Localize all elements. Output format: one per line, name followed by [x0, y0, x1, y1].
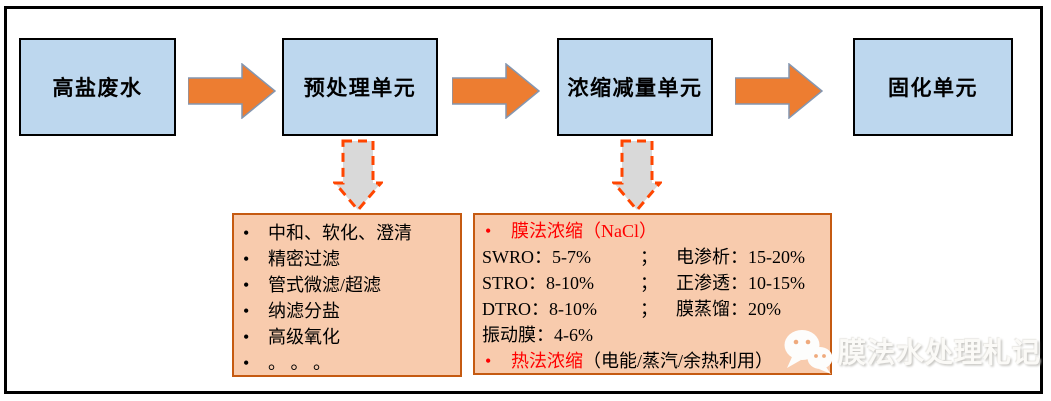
flow-box-high-salt-wastewater: 高盐废水: [19, 38, 176, 136]
list-item: 管式微滤/超滤: [234, 272, 460, 298]
row-left: 振动膜：4-6%: [482, 325, 593, 345]
dashed-down-arrow-icon: [612, 139, 662, 213]
dashed-down-arrow-icon: [333, 139, 383, 213]
concentration-detail-box: 膜法浓缩（NaCl） SWRO：5-7% ； 电渗析：15-20% STRO：8…: [473, 213, 832, 375]
watermark: 膜法水处理札记: [781, 327, 1041, 375]
data-row: DTRO：8-10% ； 膜蒸馏：20%: [475, 296, 830, 322]
data-row: 振动膜：4-6%: [475, 322, 830, 348]
pretreatment-detail-box: 中和、软化、澄清 精密过滤 管式微滤/超滤 纳滤分盐 高级氧化 。 。 。: [232, 213, 462, 377]
row-separator: ；: [640, 247, 658, 267]
wechat-icon: [784, 330, 833, 374]
membrane-concentration-title: 膜法浓缩（NaCl）: [475, 218, 830, 244]
row-right: 正渗透：10-15%: [676, 273, 805, 293]
flow-box-pretreatment-unit: 预处理单元: [282, 38, 438, 136]
right-arrow-icon: [188, 63, 276, 119]
right-arrow-icon: [452, 63, 540, 119]
list-item: 中和、软化、澄清: [234, 220, 460, 246]
data-row: SWRO：5-7% ； 电渗析：15-20%: [475, 244, 830, 270]
row-left: SWRO：5-7%: [482, 247, 591, 267]
list-item: 纳滤分盐: [234, 298, 460, 324]
data-row: STRO：8-10% ； 正渗透：10-15%: [475, 270, 830, 296]
thermal-concentration-title: 热法浓缩: [511, 351, 583, 371]
row-left: STRO：8-10%: [482, 273, 594, 293]
row-separator: [640, 322, 676, 348]
list-item: 精密过滤: [234, 246, 460, 272]
thermal-concentration-note: （电能/蒸汽/余热利用）: [583, 351, 774, 371]
thermal-concentration-line: 热法浓缩（电能/蒸汽/余热利用）: [475, 348, 830, 374]
flow-box-label: 预处理单元: [303, 76, 417, 100]
row-separator: ；: [640, 299, 658, 319]
row-right: 电渗析：15-20%: [676, 247, 805, 267]
flow-box-concentration-reduction-unit: 浓缩减量单元: [557, 38, 713, 136]
row-right: 膜蒸馏：20%: [676, 299, 781, 319]
flow-box-label: 浓缩减量单元: [567, 76, 703, 100]
flow-box-label: 高盐废水: [52, 76, 143, 100]
row-left: DTRO：8-10%: [482, 299, 597, 319]
right-arrow-icon: [735, 63, 823, 119]
row-separator: ；: [640, 273, 658, 293]
flow-box-label: 固化单元: [888, 76, 978, 100]
watermark-text: 膜法水处理札记: [838, 337, 1042, 368]
list-item: 高级氧化: [234, 324, 460, 350]
pretreatment-detail-list: 中和、软化、澄清 精密过滤 管式微滤/超滤 纳滤分盐 高级氧化 。 。 。: [234, 220, 460, 376]
list-item: 。 。 。: [234, 350, 460, 376]
flow-box-solidification-unit: 固化单元: [853, 38, 1013, 136]
